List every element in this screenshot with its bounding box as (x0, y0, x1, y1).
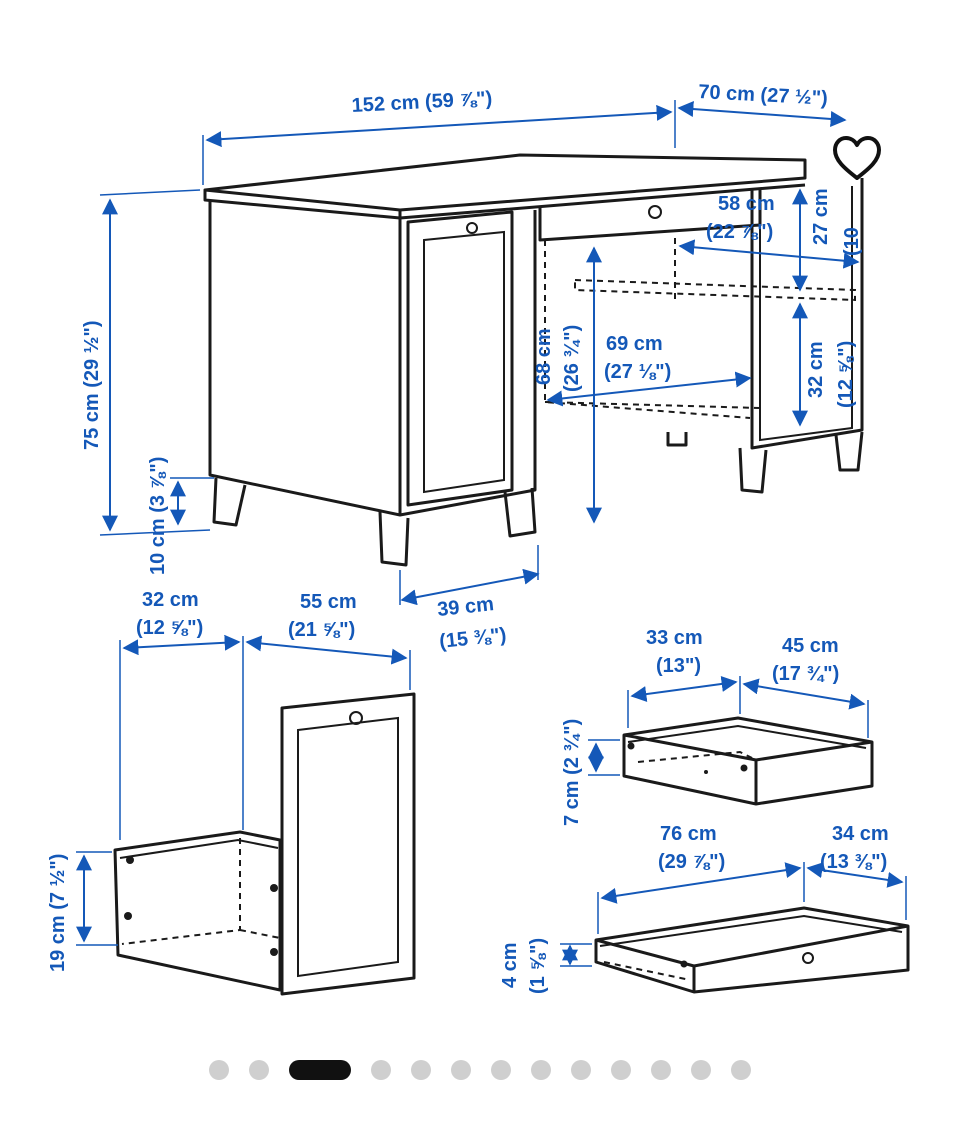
label-upper-height: 27 cm (810, 188, 832, 245)
label-upper-height-in: (10 (841, 227, 863, 256)
label-drawer-c-width-in: (29 ⅞") (658, 851, 725, 873)
label-knee-width-cm: 69 cm (606, 333, 663, 355)
label-drawer-b-depth-in: (17 ¾") (772, 663, 839, 685)
drawer-flat-drawing (594, 906, 910, 994)
heart-outline-icon (833, 136, 881, 180)
desk-drawing (203, 153, 864, 567)
label-shelf-depth-cm: 58 cm (718, 193, 775, 215)
carousel-pagination (0, 1058, 960, 1082)
carousel-dot[interactable] (651, 1060, 671, 1080)
label-drawer-b-depth-cm: 45 cm (782, 635, 839, 657)
drawer-a-dimension-lines (76, 634, 411, 946)
label-knee-height-cm: 68 cm (533, 328, 555, 385)
drawer-small-drawing (622, 716, 874, 806)
carousel-dot[interactable] (691, 1060, 711, 1080)
label-cabinet-height-cm: 32 cm (805, 341, 827, 398)
label-drawer-c-depth-cm: 34 cm (832, 823, 889, 845)
label-drawer-a-height: 19 cm (7 ½") (47, 854, 69, 972)
drawer-b-dimension-lines (588, 675, 869, 776)
carousel-dot[interactable] (411, 1060, 431, 1080)
label-desk-depth: 70 cm (27 ½") (698, 81, 829, 110)
label-cabinet-width-cm: 39 cm (436, 593, 495, 621)
label-drawer-c-width-cm: 76 cm (660, 823, 717, 845)
label-drawer-c-height-in: (1 ⅝") (527, 938, 549, 994)
label-shelf-depth-in: (22 ⅞") (706, 221, 773, 243)
favorite-button[interactable] (826, 132, 888, 184)
carousel-dot-active[interactable] (289, 1060, 351, 1080)
label-drawer-c-height-cm: 4 cm (499, 942, 521, 988)
label-desk-height: 75 cm (29 ½") (81, 320, 103, 450)
label-drawer-b-height: 7 cm (2 ¾") (561, 719, 583, 826)
label-knee-width-in: (27 ⅛") (604, 361, 671, 383)
carousel-dot[interactable] (571, 1060, 591, 1080)
carousel-dot[interactable] (209, 1060, 229, 1080)
label-drawer-b-width-in: (13") (656, 655, 701, 677)
label-desk-width: 152 cm (59 ⅞") (351, 88, 493, 117)
label-drawer-a-width-cm: 32 cm (142, 589, 199, 611)
label-cabinet-height-in: (12 ⅝") (835, 341, 857, 408)
drawer-c-dimension-lines (560, 862, 907, 967)
desk-dimension-lines (99, 100, 860, 606)
carousel-dot[interactable] (611, 1060, 631, 1080)
label-knee-height-in: (26 ¾") (561, 325, 583, 392)
label-drawer-a-depth-cm: 55 cm (300, 591, 357, 613)
label-cabinet-width-in: (15 ⅜") (438, 624, 507, 653)
carousel-dot[interactable] (451, 1060, 471, 1080)
drawer-with-front-drawing (113, 692, 416, 996)
label-leg-height: 10 cm (3 ⅞") (147, 457, 169, 575)
label-drawer-b-width-cm: 33 cm (646, 627, 703, 649)
carousel-dot[interactable] (371, 1060, 391, 1080)
label-drawer-c-depth-in: (13 ⅜") (820, 851, 887, 873)
carousel-dot[interactable] (491, 1060, 511, 1080)
carousel-dot[interactable] (531, 1060, 551, 1080)
label-drawer-a-width-in: (12 ⅝") (136, 617, 203, 639)
carousel-dot[interactable] (249, 1060, 269, 1080)
carousel-dot[interactable] (731, 1060, 751, 1080)
label-drawer-a-depth-in: (21 ⅝") (288, 619, 355, 641)
